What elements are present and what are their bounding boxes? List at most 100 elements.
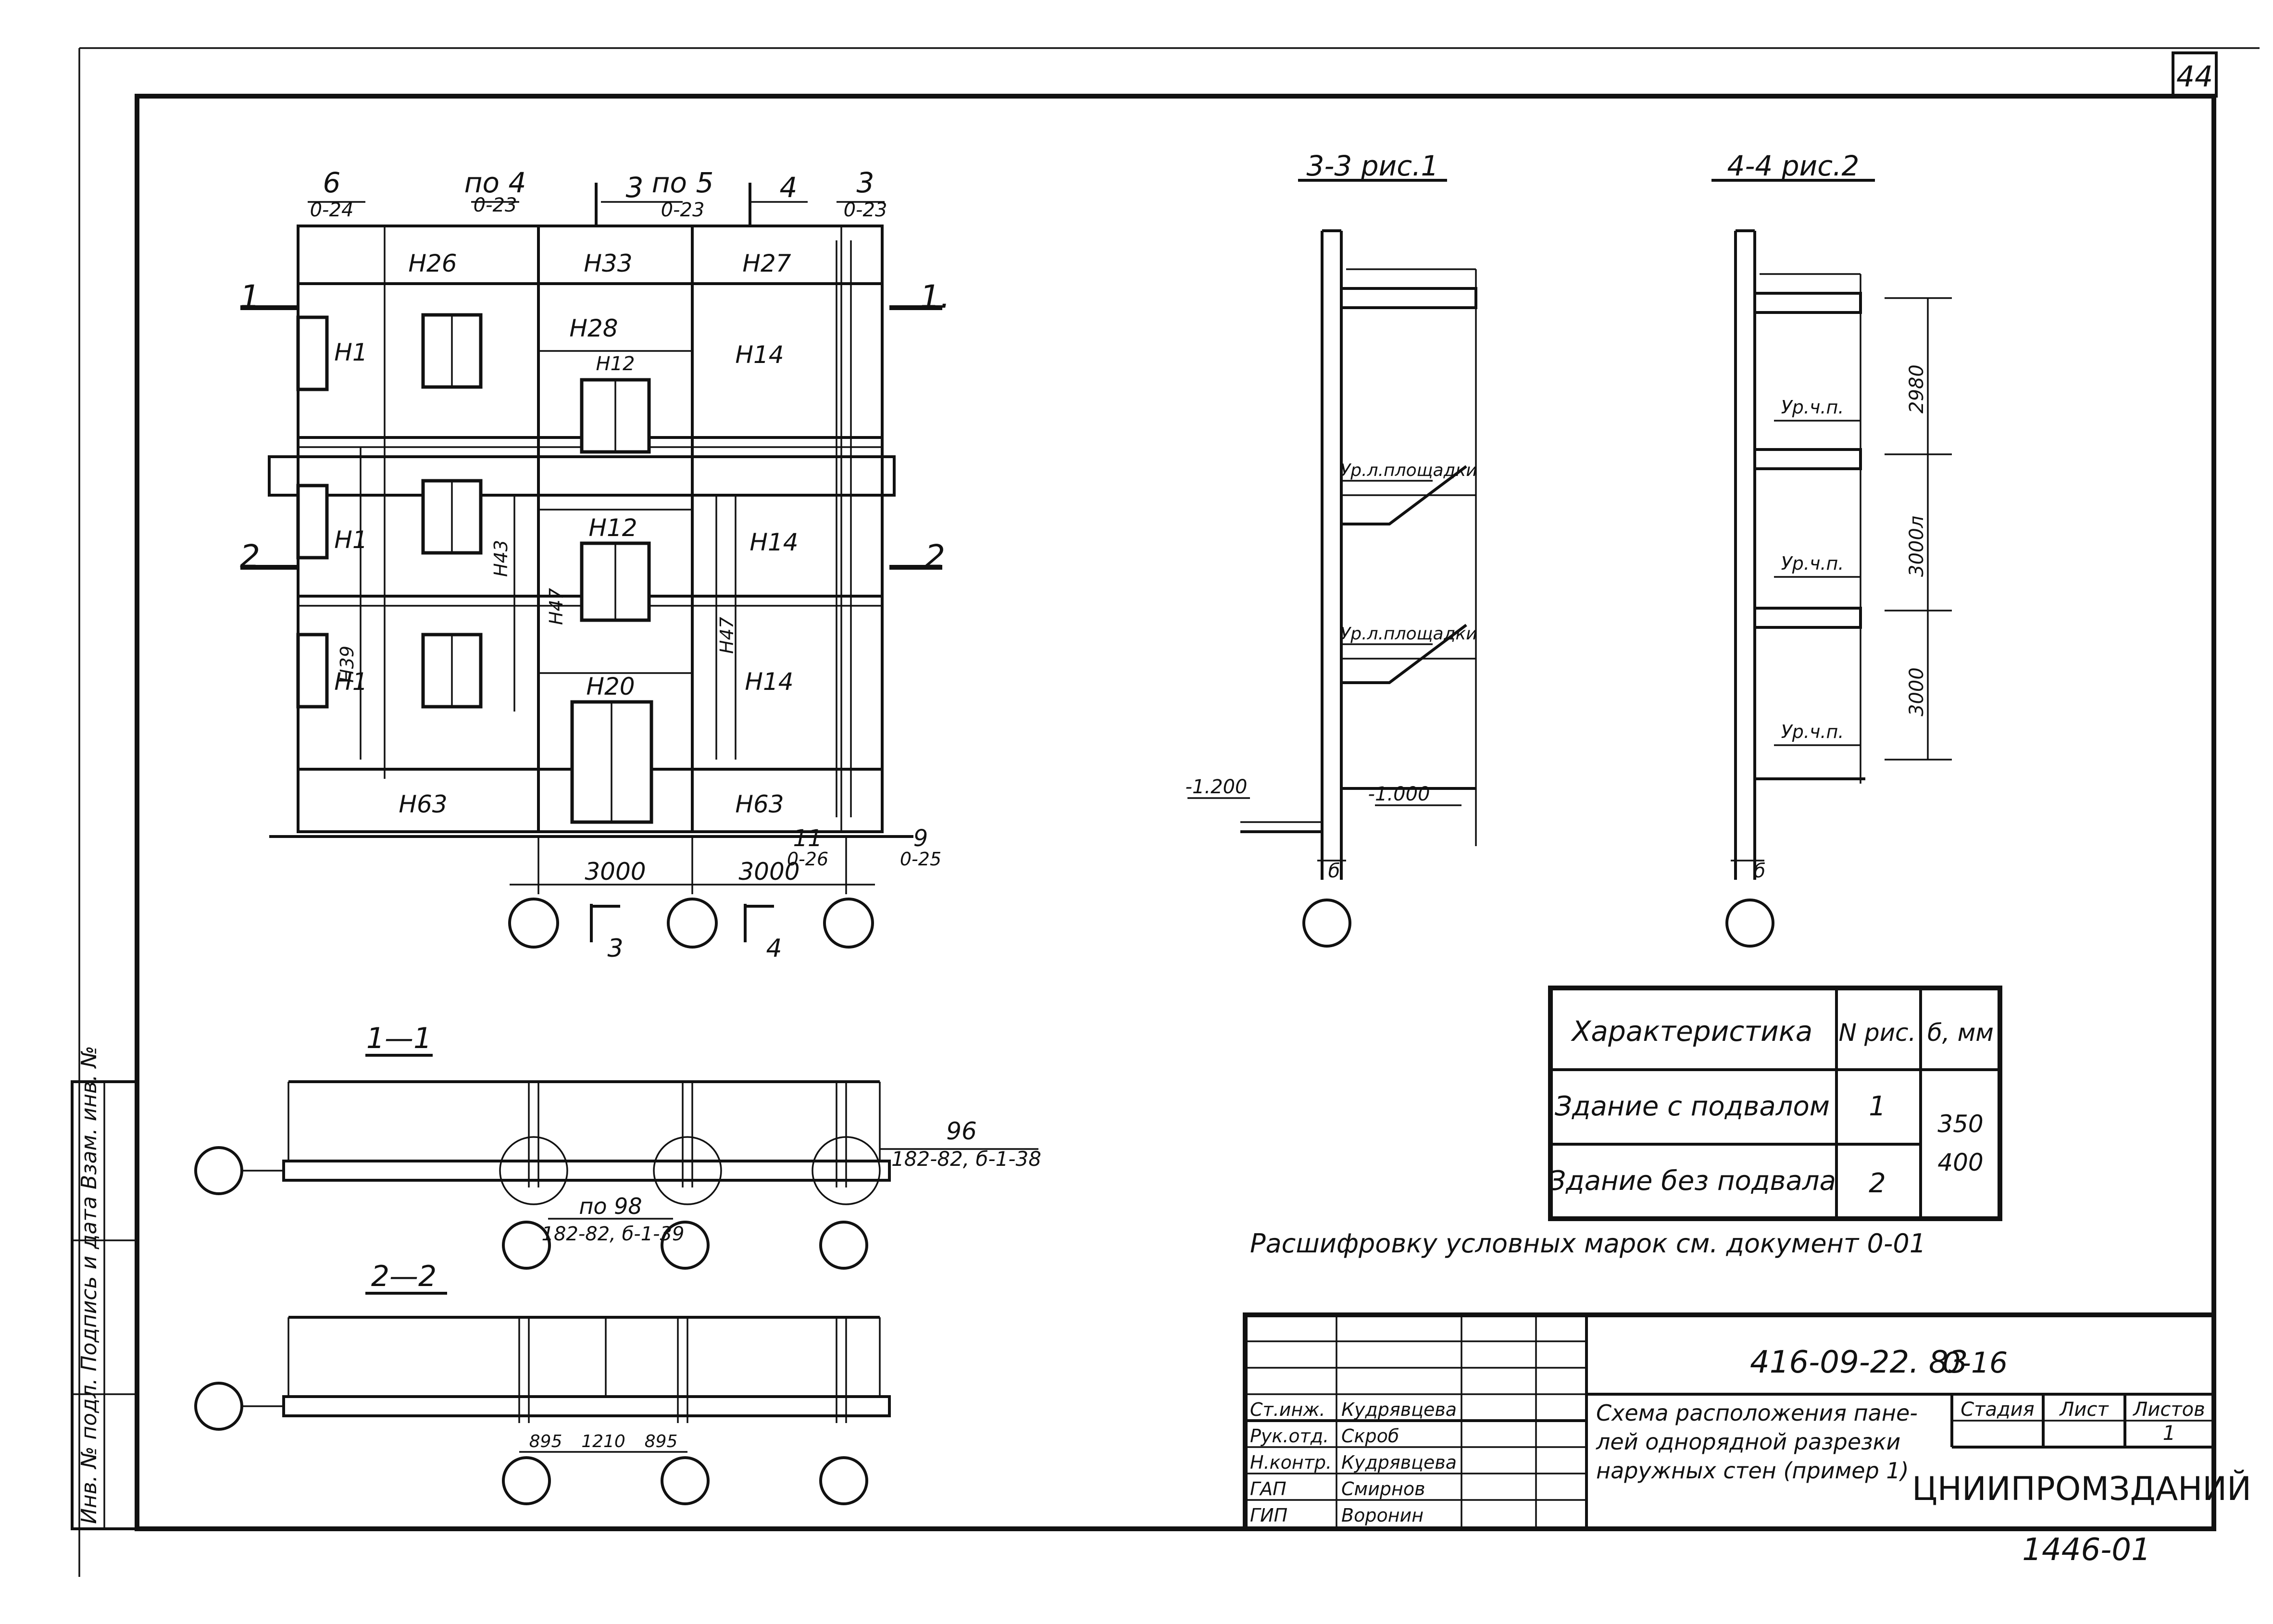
section-3-level-2: -1.000 [1368, 783, 1430, 805]
role-5-name: Кудрявцева [1341, 1399, 1457, 1420]
spec-row-1-fig: 1 [1869, 1091, 1886, 1122]
role-2-name: Кудрявцева [1341, 1452, 1457, 1473]
stage-header: Стадия [1961, 1399, 2034, 1421]
section-arrow-3-label: 3 [607, 934, 623, 963]
sheet-number: 44 [2176, 60, 2213, 94]
section-arrow-4-label: 4 [766, 934, 782, 963]
role-4: ГИП [1250, 1505, 1287, 1526]
panel-label: Н33 [584, 250, 632, 277]
facade-dim-2: 3000 [738, 858, 799, 886]
panel-label: Н14 [745, 668, 793, 696]
section-3-level-1: -1.200 [1186, 776, 1248, 798]
plan-2-2 [194, 1292, 891, 1505]
top-marker-1-label: 6 [323, 166, 341, 199]
plan2-dim-1: 895 [529, 1432, 562, 1451]
title-desc-1: Схема расположения пане- [1596, 1400, 1918, 1426]
org-name: ЦНИИПРОМЗДАНИЙ [1912, 1470, 2251, 1508]
facade-elevation [240, 183, 942, 949]
cut-mark-left-2: 2 [240, 538, 260, 575]
sheets-value: 1 [2163, 1421, 2176, 1445]
left-stamp: Инв. № подл. Подпись и дата Взам. инв. № [71, 1046, 138, 1530]
spec-table [1548, 986, 2002, 1221]
panel-label: Н63 [399, 790, 447, 818]
facade-axis-3 [823, 898, 874, 949]
spec-header-fig: N рис. [1839, 1019, 1916, 1047]
title-doc: 0-16 [1942, 1346, 2008, 1380]
bottom-marker-1-label: 11 [793, 825, 822, 852]
panel-label: Н28 [569, 314, 618, 342]
facade-axis-1 [508, 898, 559, 949]
panel-label: Н63 [735, 790, 784, 818]
footer-code: 1446-01 [2022, 1532, 2150, 1568]
facade-panel-labels: Н26 Н33 Н27 Н1 Н28 Н12 Н14 Н1 Н12 Н14 Н1… [334, 250, 798, 818]
role-2: Н.контр. [1250, 1452, 1332, 1473]
role-3: ГАП [1250, 1478, 1286, 1499]
sheet-header: Лист [2059, 1399, 2109, 1421]
top-marker-2-sub: 0-23 [474, 194, 517, 216]
spec-row-1-name: Здание с подвалом [1555, 1091, 1830, 1122]
top-marker-6-label: 3 [857, 166, 874, 199]
spec-row-1-val: 350 [1937, 1110, 1983, 1138]
role-5: Ст.инж. [1250, 1399, 1325, 1420]
section-4-label-1: Ур.ч.п. [1781, 397, 1844, 418]
top-marker-6-sub: 0-23 [844, 199, 887, 221]
facade-dim-1: 3000 [585, 858, 646, 886]
plan2-dim-2: 1210 [581, 1432, 625, 1451]
section-3-dim: б [1328, 860, 1340, 882]
title-code: 416-09-22. 83 [1750, 1345, 1968, 1380]
panel-label: Н12 [596, 353, 635, 375]
vertical-panel-label: Н39 [337, 646, 358, 683]
section-3-label-2: Ур.л.площадки [1340, 624, 1477, 644]
section-4-4 [1711, 179, 1952, 948]
plan2-dim-3: 895 [645, 1432, 678, 1451]
panel-label: Н1 [334, 526, 367, 554]
section-4-dim-3: 3000 [1906, 667, 1928, 716]
cut-mark-right-1: 1. [920, 278, 950, 315]
top-marker-4-sub: 0-23 [661, 199, 705, 221]
vertical-panel-label: Н47 [716, 617, 737, 654]
sheet-frame [78, 47, 2260, 1577]
plan1-title: 1—1 [366, 1022, 432, 1055]
top-marker-3-label: 3 [626, 171, 644, 204]
panel-label: Н14 [749, 528, 798, 556]
section-4-dim-1: 2980 [1906, 364, 1928, 413]
vertical-panel-label: Н43 [490, 540, 512, 577]
vertical-panel-label: Н47 [546, 588, 567, 625]
cut-mark-right-2: 2 [925, 538, 945, 575]
plan1-callout-b-label: по 98 [579, 1193, 642, 1219]
spec-header-b: б, мм [1927, 1019, 1994, 1047]
title-block [1243, 1312, 2216, 1531]
section-4-label-2: Ур.ч.п. [1781, 553, 1844, 574]
facade-top-markers: 6 0-24 по 4 0-23 3 по 5 0-23 4 3 0-23 [310, 166, 887, 221]
panel-label: Н27 [742, 250, 791, 277]
plan1-callout-b-ref: 182-82, б-1-39 [542, 1223, 685, 1245]
role-3-name: Смирнов [1341, 1478, 1425, 1499]
top-marker-4-label: по 5 [652, 166, 714, 199]
panel-label: Н1 [334, 668, 367, 696]
title-desc-2: лей однорядной разрезки [1596, 1429, 1900, 1455]
top-marker-5-label: 4 [780, 171, 798, 204]
section-3-label-1: Ур.л.площадки [1340, 461, 1477, 480]
role-4-name: Воронин [1341, 1505, 1424, 1526]
title-desc-3: наружных стен (пример 1) [1596, 1458, 1909, 1484]
panel-label: Н20 [586, 673, 635, 700]
plan2-title: 2—2 [371, 1260, 437, 1293]
note-text: Расшифровку условных марок см. документ … [1250, 1228, 1926, 1259]
plan-1-1 [194, 1054, 1038, 1270]
left-stamp-text: Инв. № подл. Подпись и дата Взам. инв. № [77, 1046, 101, 1524]
section-4-label-3: Ур.ч.п. [1781, 721, 1844, 742]
section-4-dim-2: 3000л [1906, 516, 1928, 577]
sheets-header: Листов [2132, 1399, 2205, 1421]
panel-label: Н14 [735, 341, 784, 369]
spec-row-2-val: 400 [1937, 1149, 1983, 1176]
spec-row-2-fig: 2 [1869, 1168, 1886, 1199]
title-roles: Рук.отд. Скроб Н.контр. Кудрявцева ГАП С… [1250, 1425, 1457, 1526]
cut-mark-left-1: 1 [240, 278, 260, 315]
spec-row-2-name: Здание без подвала [1549, 1165, 1836, 1197]
panel-label: Н26 [408, 250, 457, 277]
spec-header-characteristic: Характеристика [1571, 1015, 1813, 1048]
facade-axis-2 [667, 898, 718, 949]
plan1-callout-a-ref: 182-82, б-1-38 [891, 1147, 1041, 1171]
